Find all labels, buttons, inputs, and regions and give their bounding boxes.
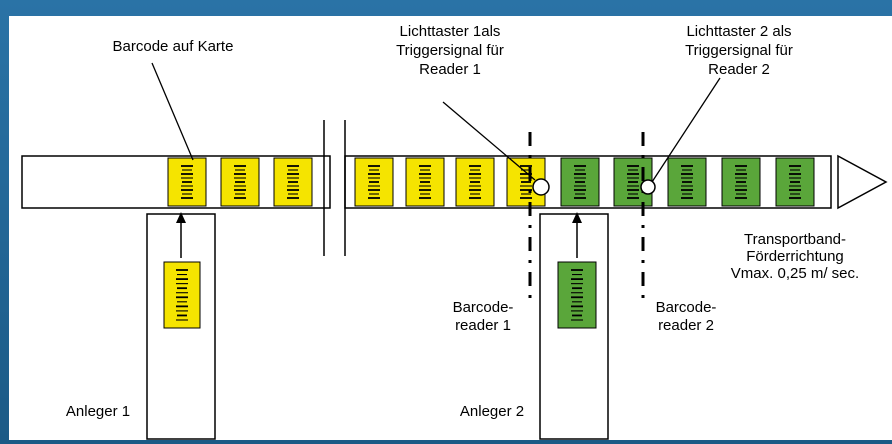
card-belt-yellow-4 [354, 157, 394, 207]
light-sensor-2 [640, 179, 656, 195]
label-sensor-2-line-3: Reader 2 [708, 61, 770, 78]
card-feeder-2 [557, 261, 597, 329]
card-body [163, 261, 201, 329]
label-sensor-2-line-1: Lichttaster 2 als [686, 23, 791, 40]
label-sensor-1-line-3: Reader 1 [419, 61, 481, 78]
card-belt-yellow-6 [455, 157, 495, 207]
card-belt-yellow-5 [405, 157, 445, 207]
label-conveyor-line-3: Vmax. 0,25 m/ sec. [731, 265, 859, 282]
direction-arrow-icon [837, 154, 888, 210]
label-sensor-2-line-2: Triggersignal für [685, 42, 793, 59]
label-reader-1-line-2: reader 1 [455, 317, 511, 334]
label-reader-2-line-2: reader 2 [658, 317, 714, 334]
drawing-area [9, 16, 892, 440]
label-sensor-1-line-1: Lichttaster 1als [400, 23, 501, 40]
label-feeder-2: Anleger 2 [460, 403, 524, 420]
cards [163, 157, 815, 329]
card-belt-yellow-1 [167, 157, 207, 207]
leader-barcode-on-card [151, 62, 194, 161]
card-belt-yellow-3 [273, 157, 313, 207]
card-belt-yellow-2 [220, 157, 260, 207]
card-belt-green-3 [667, 157, 707, 207]
label-barcode-on-card: Barcode auf Karte [113, 38, 234, 55]
leader-sensor-1 [442, 101, 536, 181]
label-conveyor-line-2: Förderrichtung [746, 248, 844, 265]
card-belt-green-4 [721, 157, 761, 207]
feed-arrow-1-head-icon [176, 212, 186, 223]
label-conveyor-line-1: Transportband- [744, 231, 846, 248]
label-feeder-1: Anleger 1 [66, 403, 130, 420]
card-body [557, 261, 597, 329]
card-belt-green-5 [775, 157, 815, 207]
leader-sensor-2 [651, 77, 721, 183]
feed-arrow-2-head-icon [572, 212, 582, 223]
card-belt-green-1 [560, 157, 600, 207]
light-sensor-1 [532, 178, 550, 196]
label-reader-2-line-1: Barcode- [656, 299, 717, 316]
card-feeder-1 [163, 261, 201, 329]
label-sensor-1-line-2: Triggersignal für [396, 42, 504, 59]
label-reader-1-line-1: Barcode- [453, 299, 514, 316]
